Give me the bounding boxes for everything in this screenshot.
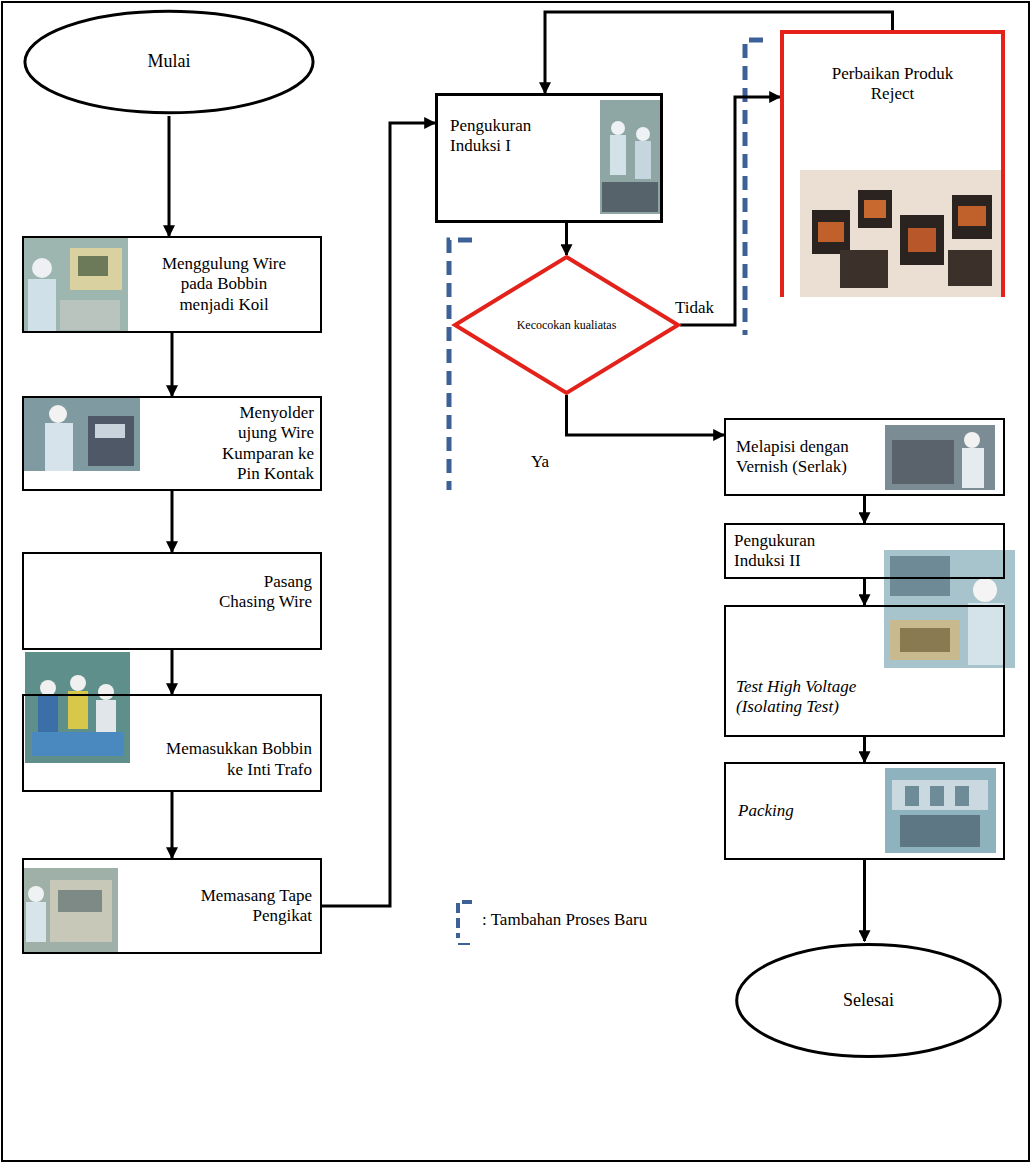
photo <box>22 396 140 471</box>
flow-arrow <box>863 579 866 605</box>
flow-arrow <box>322 123 435 906</box>
photo <box>600 100 660 214</box>
photo <box>884 550 1015 668</box>
photo <box>22 236 128 333</box>
legend-sample <box>458 902 472 938</box>
edge-label: Tidak <box>672 298 717 318</box>
photo <box>22 868 118 953</box>
decision-diamond: Kecocokan kualiatas <box>453 255 680 395</box>
new-process-bracket <box>449 240 472 490</box>
new-process-bracket <box>745 40 763 335</box>
node-text: Pengukuran Induksi II <box>734 531 844 572</box>
flow-arrow <box>863 860 866 941</box>
process-box: Packing <box>724 762 1005 860</box>
node-text: Selesai <box>843 990 894 1012</box>
node-text: Mulai <box>148 51 191 73</box>
process-box: Pasang Chasing Wire <box>22 552 322 650</box>
node-text: Melapisi dengan Vernish (Serlak) <box>736 437 873 478</box>
photo <box>800 170 1003 297</box>
flow-arrow <box>168 116 171 236</box>
process-box: Test High Voltage (Isolating Test) <box>724 605 1005 737</box>
reject-box: Perbaikan Produk Reject <box>780 30 1005 297</box>
node-text: Test High Voltage (Isolating Test) <box>736 677 886 718</box>
flow-arrow <box>565 223 568 255</box>
flow-arrow <box>567 395 725 435</box>
photo <box>25 652 130 763</box>
start-ellipse: Mulai <box>22 8 316 116</box>
node-text: Menyolder ujung Wire Kumparan ke Pin Kon… <box>204 403 314 485</box>
node-text: Packing <box>738 801 794 821</box>
flow-arrow <box>171 650 174 694</box>
node-text: Kecocokan kualiatas <box>517 318 617 332</box>
flow-arrow <box>863 737 866 762</box>
node-text: Memasukkan Bobbin ke Inti Trafo <box>162 739 312 780</box>
flow-arrow <box>171 333 174 396</box>
node-text: Memasang Tape Pengikat <box>187 886 312 927</box>
flow-arrow <box>171 491 174 552</box>
photo <box>885 425 995 490</box>
node-text: Perbaikan Produk Reject <box>818 64 968 105</box>
process-box: Memasukkan Bobbin ke Inti Trafo <box>22 694 322 792</box>
legend-sample <box>458 943 470 945</box>
node-text: Pengukuran Induksi I <box>450 116 560 157</box>
flow-arrow <box>680 97 780 325</box>
process-box: Pengukuran Induksi II <box>724 523 1005 579</box>
flow-arrow <box>171 792 174 858</box>
flow-arrow <box>863 496 866 523</box>
process-box: Melapisi dengan Vernish (Serlak) <box>724 418 1005 496</box>
process-box: Memasang Tape Pengikat <box>22 858 322 954</box>
legend-text: : Tambahan Proses Baru <box>482 910 647 930</box>
node-text: Menggulung Wire pada Bobbin menjadi Koil <box>154 254 294 315</box>
edge-label: Ya <box>528 452 552 472</box>
process-box: Pengukuran Induksi I <box>435 93 663 223</box>
node-text: Pasang Chasing Wire <box>212 572 312 613</box>
process-box: Menggulung Wire pada Bobbin menjadi Koil <box>22 236 322 333</box>
end-ellipse: Selesai <box>734 941 1003 1060</box>
photo <box>885 768 996 853</box>
process-box: Menyolder ujung Wire Kumparan ke Pin Kon… <box>22 396 322 491</box>
